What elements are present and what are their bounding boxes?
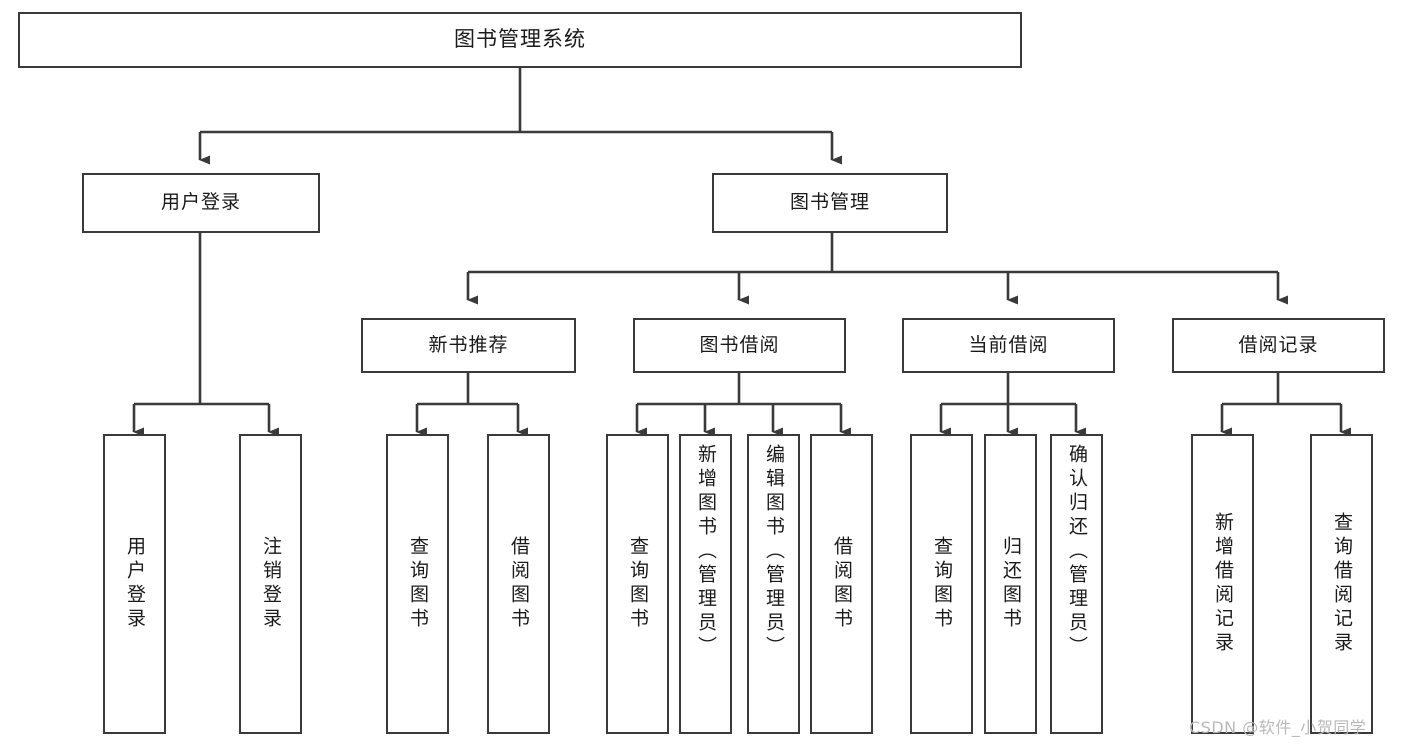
leaf-current-query-book-label: 查询图书 <box>931 536 953 632</box>
node-book-borrow[interactable]: 图书借阅 <box>633 318 846 373</box>
node-root-label: 图书管理系统 <box>454 27 586 52</box>
leaf-new-book-borrow-label: 借阅图书 <box>508 536 530 632</box>
leaf-current-confirm-return-admin-label: 确认归还（管理员） <box>1066 444 1088 660</box>
node-book-management-label: 图书管理 <box>789 191 870 214</box>
leaf-current-query-book[interactable]: 查询图书 <box>910 434 973 734</box>
node-user-login[interactable]: 用户登录 <box>82 173 320 233</box>
leaf-user-login-login[interactable]: 用户登录 <box>103 434 166 734</box>
leaf-records-add-record[interactable]: 新增借阅记录 <box>1191 434 1254 734</box>
leaf-borrow-add-book-admin[interactable]: 新增图书（管理员） <box>679 434 732 734</box>
leaf-new-book-query[interactable]: 查询图书 <box>386 434 449 734</box>
node-current-borrow[interactable]: 当前借阅 <box>902 318 1115 373</box>
leaf-records-query-record[interactable]: 查询借阅记录 <box>1310 434 1373 734</box>
node-new-book-recommend-label: 新书推荐 <box>428 333 509 356</box>
leaf-borrow-query-book-label: 查询图书 <box>627 536 649 632</box>
leaf-records-query-record-label: 查询借阅记录 <box>1331 512 1353 656</box>
node-borrow-records-label: 借阅记录 <box>1238 333 1319 356</box>
leaf-user-login-login-label: 用户登录 <box>124 536 146 632</box>
leaf-current-return-book[interactable]: 归还图书 <box>984 434 1037 734</box>
leaf-borrow-edit-book-admin[interactable]: 编辑图书（管理员） <box>747 434 800 734</box>
node-user-login-label: 用户登录 <box>160 191 241 214</box>
leaf-user-login-logout[interactable]: 注销登录 <box>239 434 302 734</box>
leaf-records-add-record-label: 新增借阅记录 <box>1212 512 1234 656</box>
node-root[interactable]: 图书管理系统 <box>18 12 1022 68</box>
leaf-current-confirm-return-admin[interactable]: 确认归还（管理员） <box>1050 434 1103 734</box>
node-borrow-records[interactable]: 借阅记录 <box>1172 318 1385 373</box>
leaf-borrow-add-book-admin-label: 新增图书（管理员） <box>695 444 717 660</box>
node-current-borrow-label: 当前借阅 <box>968 333 1049 356</box>
csdn-watermark: CSDN @软件_小贺同学 <box>1189 718 1367 737</box>
leaf-borrow-borrow-book-label: 借阅图书 <box>831 536 853 632</box>
leaf-new-book-query-label: 查询图书 <box>407 536 429 632</box>
leaf-borrow-edit-book-admin-label: 编辑图书（管理员） <box>763 444 785 660</box>
leaf-user-login-logout-label: 注销登录 <box>260 536 282 632</box>
node-new-book-recommend[interactable]: 新书推荐 <box>361 318 576 373</box>
leaf-current-return-book-label: 归还图书 <box>1000 536 1022 632</box>
node-book-borrow-label: 图书借阅 <box>699 333 780 356</box>
leaf-borrow-borrow-book[interactable]: 借阅图书 <box>810 434 873 734</box>
node-book-management[interactable]: 图书管理 <box>712 173 948 233</box>
leaf-borrow-query-book[interactable]: 查询图书 <box>606 434 669 734</box>
leaf-new-book-borrow[interactable]: 借阅图书 <box>487 434 550 734</box>
